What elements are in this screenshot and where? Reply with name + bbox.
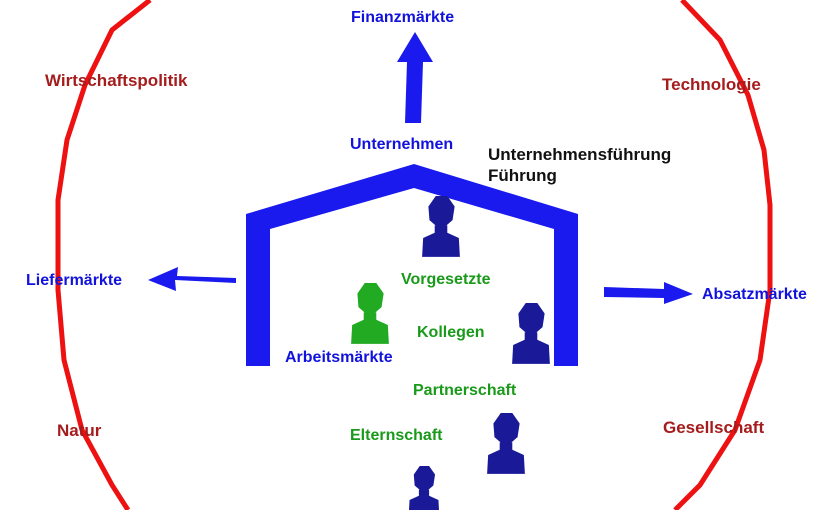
label-fuehrung: Führung: [488, 166, 557, 185]
label-absatzmaerkte: Absatzmärkte: [702, 286, 807, 303]
environment-boundary-right: [673, 0, 773, 510]
label-unternehmen: Unternehmen: [350, 136, 454, 153]
label-wirtschaftspolitik: Wirtschaftspolitik: [45, 71, 188, 90]
label-liefermaerkte: Liefermärkte: [26, 272, 123, 289]
person-icon-partnerschaft: [487, 413, 525, 474]
arrow-icon-up: [397, 32, 433, 123]
arrow-icon-left: [148, 267, 236, 291]
label-technologie: Technologie: [662, 75, 761, 94]
label-partnerschaft: Partnerschaft: [413, 382, 517, 399]
label-gesellschaft: Gesellschaft: [663, 418, 765, 437]
label-kollegen: Kollegen: [417, 324, 485, 341]
arrow-icon-right: [604, 282, 693, 304]
label-unternehmensfuehrung: Unternehmensführung: [488, 145, 672, 164]
label-arbeitsmaerkte: Arbeitsmärkte: [285, 349, 393, 366]
label-elternschaft: Elternschaft: [350, 427, 443, 444]
label-natur: Natur: [57, 421, 102, 440]
environment-boundary-left: [55, 0, 152, 510]
person-icon-kollegen: [351, 283, 389, 344]
person-icon-vorgesetzte: [422, 196, 460, 257]
label-vorgesetzte: Vorgesetzte: [401, 271, 491, 288]
person-icon-kollege-right: [512, 303, 550, 364]
person-icon-elternschaft: [408, 466, 440, 510]
label-finanzmaerkte: Finanzmärkte: [351, 9, 455, 26]
